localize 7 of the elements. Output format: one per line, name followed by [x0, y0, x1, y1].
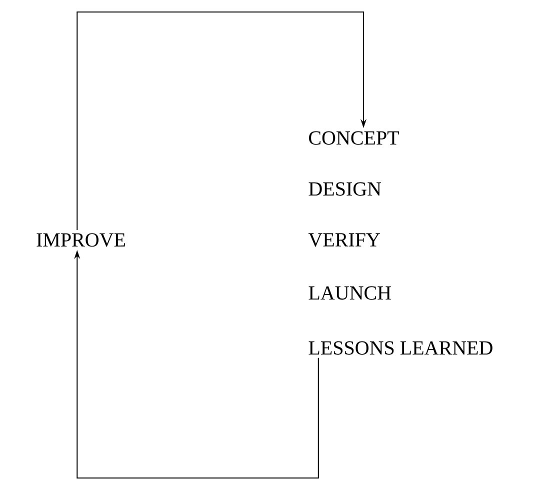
- stage-label: IMPROVE: [36, 233, 125, 247]
- stage-label: CONCEPT: [309, 131, 399, 145]
- stage-label: DESIGN: [308, 182, 382, 196]
- arrow: [76, 12, 367, 231]
- stage-label: LESSONS LEARNED: [308, 341, 492, 355]
- stage-label: VERIFY: [308, 233, 380, 247]
- stage-label: LAUNCH: [308, 286, 391, 300]
